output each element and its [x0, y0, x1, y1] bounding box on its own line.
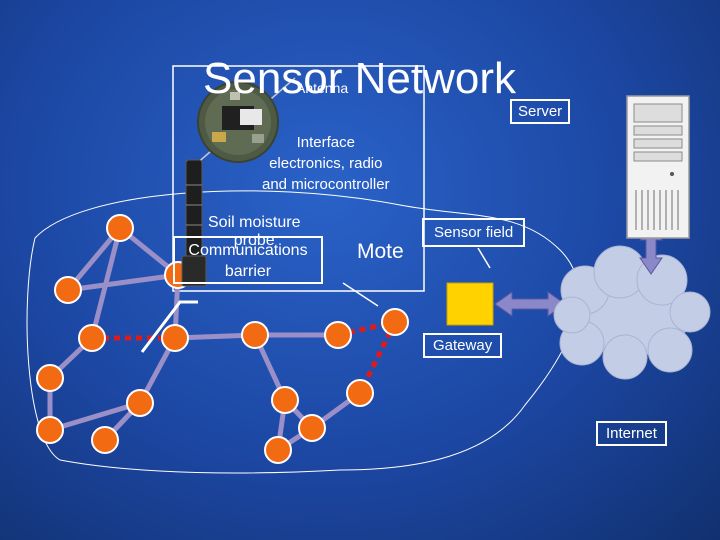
sensor-node	[36, 364, 64, 392]
page-title: Sensor Network	[203, 54, 517, 103]
sensor-node	[298, 414, 326, 442]
soil-probe-icon	[181, 159, 207, 287]
mote-callout-box	[172, 65, 425, 292]
sensor-node	[264, 436, 292, 464]
sensor-node	[161, 324, 189, 352]
sensor-node	[54, 276, 82, 304]
server-tower-icon	[626, 95, 690, 239]
sensor-node	[346, 379, 374, 407]
sensor-node	[91, 426, 119, 454]
sensor-board-icon	[197, 81, 279, 163]
sensor-field-label: Sensor field	[422, 218, 526, 247]
communications-barrier-label: Communications barrier	[173, 236, 323, 284]
sensor-node	[381, 308, 409, 336]
sensor-node	[271, 386, 299, 414]
sensor-node	[324, 321, 352, 349]
mote-label: Mote	[357, 240, 404, 263]
sensor-node	[36, 416, 64, 444]
gateway-label: Gateway	[423, 333, 503, 358]
communications-barrier-text: Communications barrier	[188, 242, 308, 280]
sensor-node	[241, 321, 269, 349]
antenna-label: Antenna	[296, 80, 349, 96]
communications-barrier-line	[140, 300, 198, 353]
sensor-node	[78, 324, 106, 352]
gateway-box	[446, 282, 494, 326]
sensor-node	[126, 389, 154, 417]
mote-pointer	[342, 282, 379, 307]
internet-cloud-icon	[553, 245, 711, 380]
sensor-node	[106, 214, 134, 242]
server-label: Server	[510, 99, 571, 124]
sensor-nodes	[36, 214, 409, 464]
sensor-field-boundary	[26, 190, 580, 474]
sensor-field-pointer	[477, 247, 491, 269]
interface-label: Interface electronics, radio and microco…	[262, 134, 390, 193]
internet-label: Internet	[596, 421, 667, 446]
